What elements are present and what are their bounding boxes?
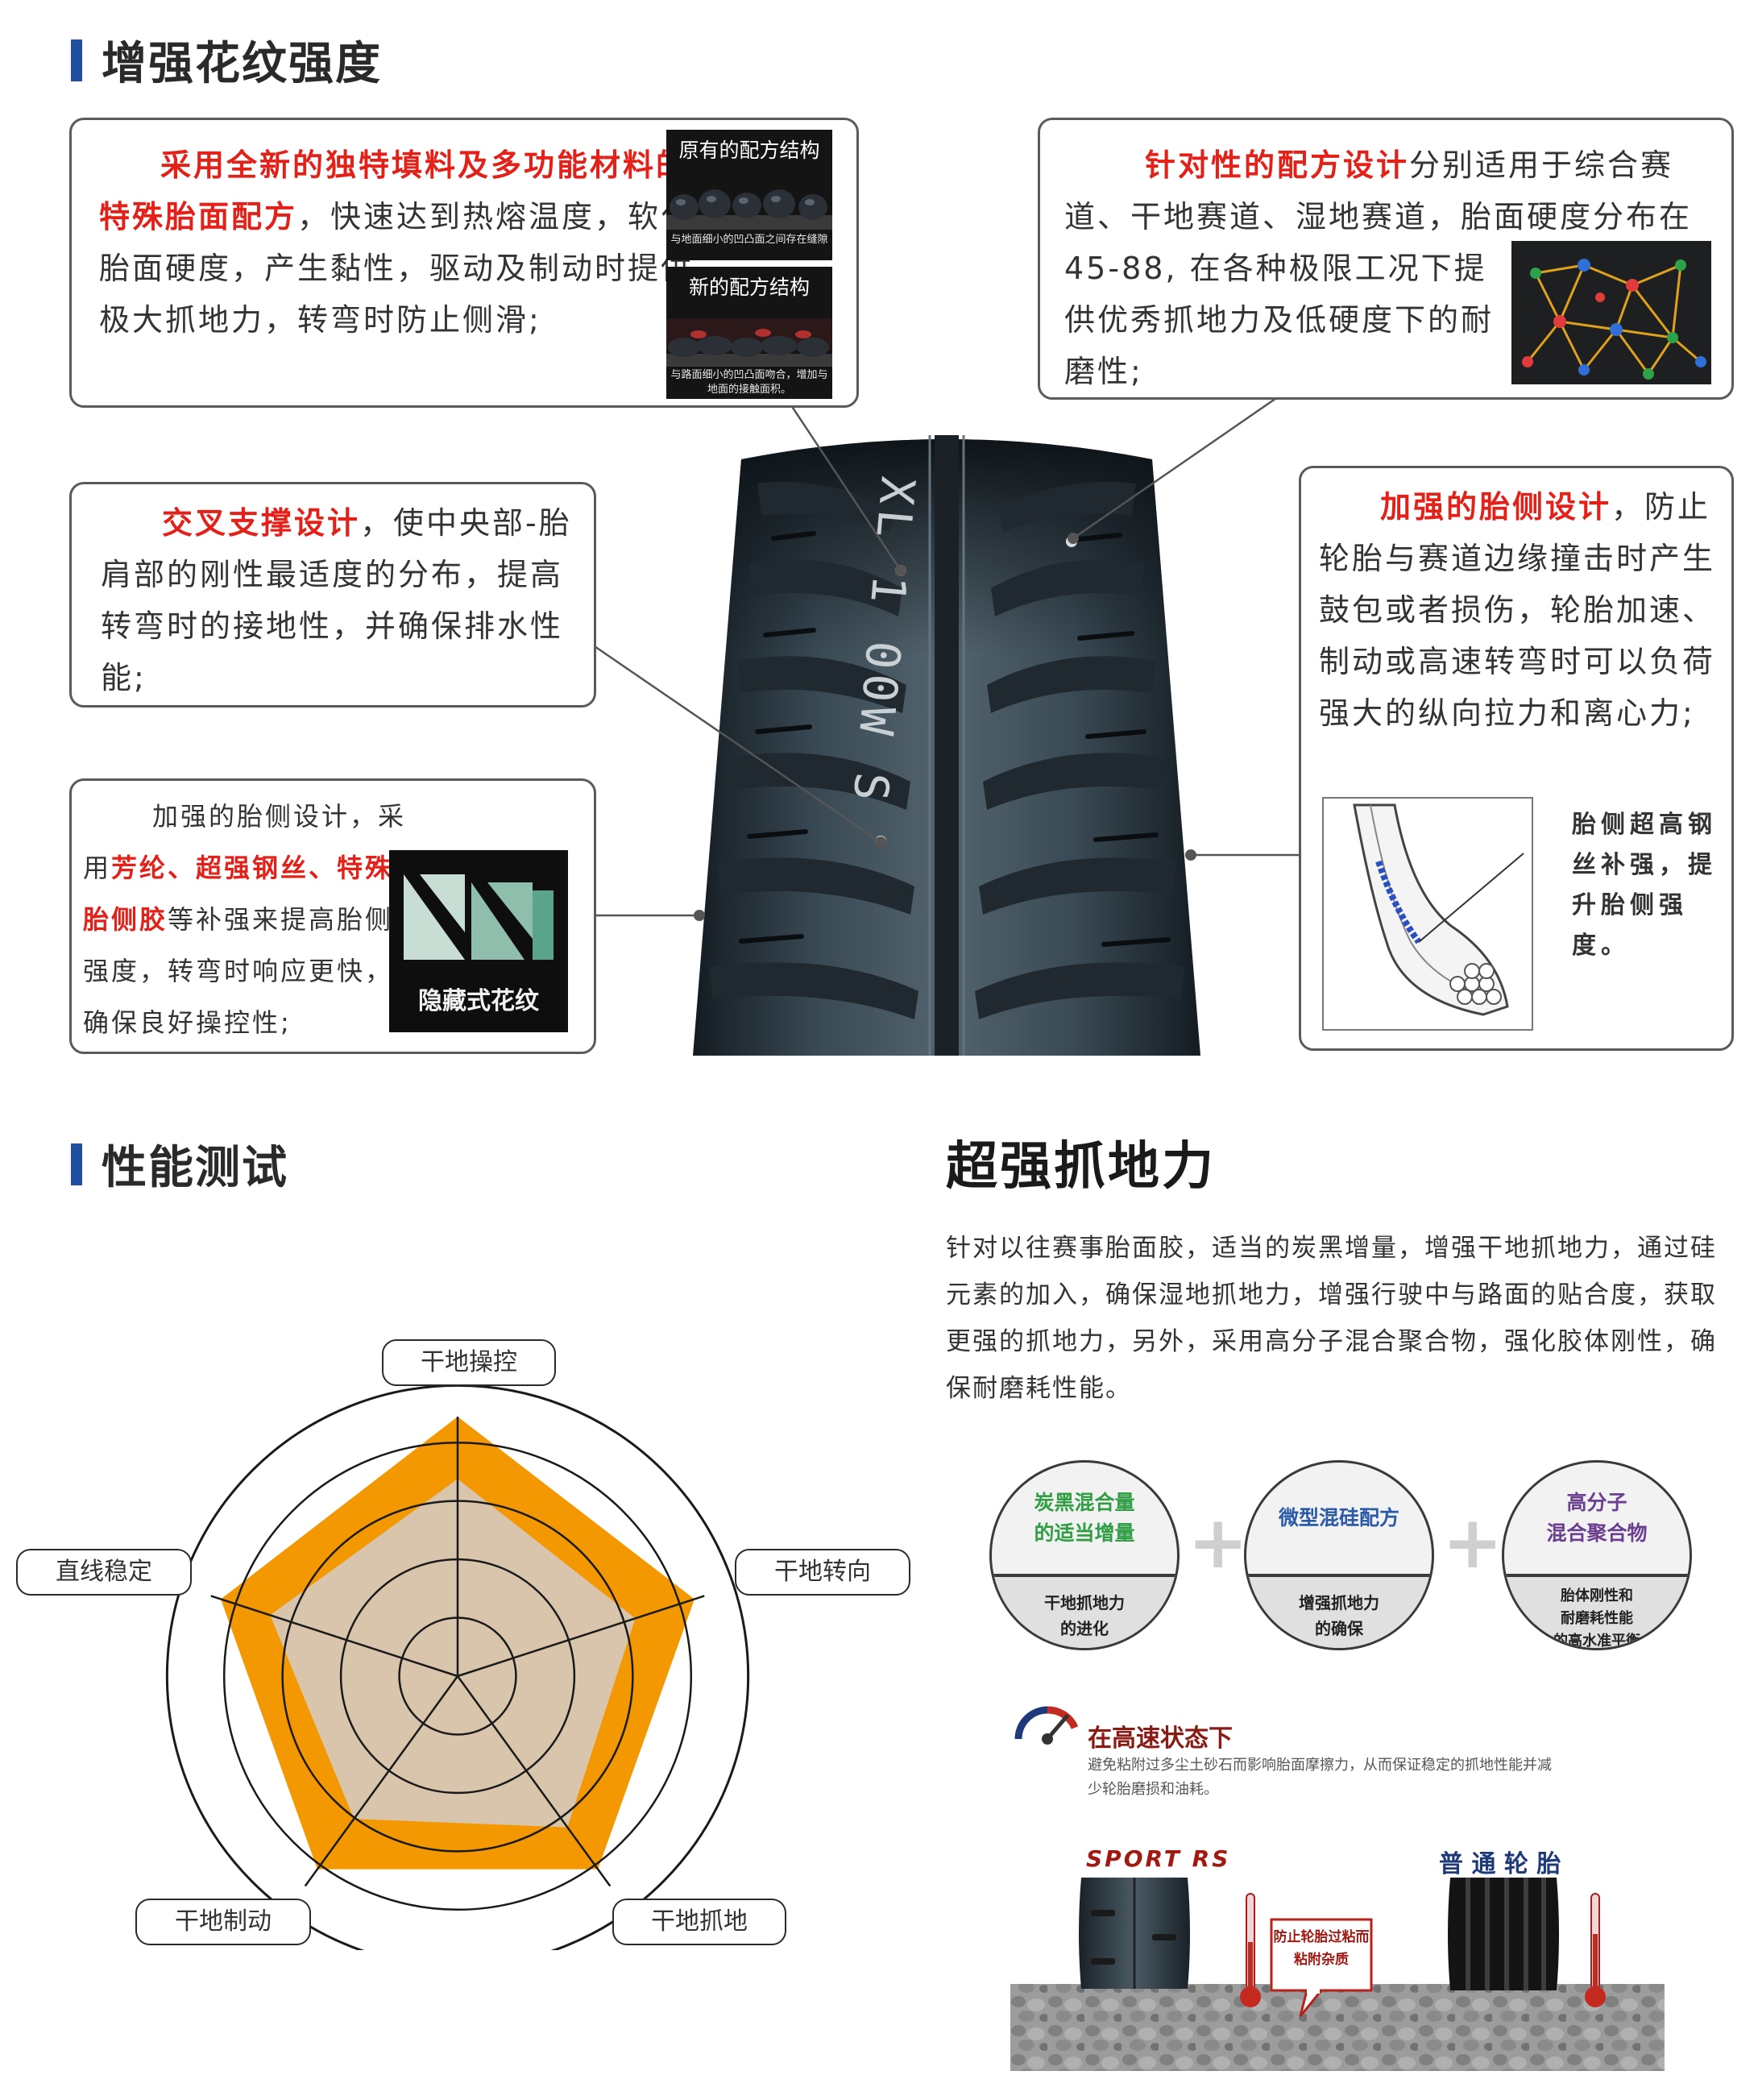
panel-title: 原有的配方结构 [678, 139, 820, 162]
callout-text-continued: 45-88, 在各种极限工况下提供优秀抓地力及低硬度下的耐磨性; [1064, 251, 1495, 389]
callout-reinforced-sidewall: 加强的胎侧设计，防止轮胎与赛道边缘撞击时产生鼓包或者损伤，轮胎加速、制动或高速转… [1299, 466, 1734, 1051]
bubble-title-text: 炭黑混合量 的适当增量 [1034, 1491, 1135, 1545]
panel-caption: 与地面细小的凹凸面之间存在缝隙 [670, 234, 828, 246]
plus-sign: + [1442, 1500, 1503, 1585]
callout-connectors [591, 393, 1299, 921]
highlight-text: 芳纶、超强钢丝、特殊胎侧胶 [83, 853, 394, 935]
tire-comparison-illustration [1010, 1878, 1665, 2071]
plus-sign: + [1188, 1500, 1249, 1585]
bubble-silica: 微型混硅配方 增强抓地力 的确保 [1244, 1460, 1434, 1650]
bubble-title: 炭黑混合量 的适当增量 [992, 1463, 1177, 1574]
radar-label-dry-grip: 干地抓地 [612, 1899, 786, 1945]
compound-illustration [666, 318, 832, 367]
section-heading-performance: 性能测试 [71, 1131, 288, 1197]
section-title: 性能测试 [102, 1142, 288, 1194]
radar-axis-2 [456, 1675, 612, 1887]
callout-hidden-pattern: 加强的胎侧设计，采用芳纶、超强钢丝、特殊胎侧胶等补强来提高胎侧强度，转弯时响应更… [69, 778, 596, 1054]
callout-targeted-compound: 针对性的配方设计分别适用于综合赛道、干地赛道、湿地赛道，胎面硬度分布在 45-8… [1038, 118, 1734, 400]
sidewall-note: 胎侧超高钢丝补强，提升胎侧强度。 [1572, 811, 1717, 960]
radar-label-dry-steering: 干地转向 [735, 1549, 910, 1596]
bubble-title-text: 微型混硅配方 [1278, 1506, 1399, 1529]
grip-title: 超强抓地力 [946, 1137, 1216, 1197]
bubble-caption: 增强抓地力 的确保 [1246, 1574, 1432, 1648]
body-text: ，防止轮胎与赛道边缘撞击时产生鼓包或者损伤，轮胎加速、制动或高速转弯时可以负荷强… [1319, 489, 1716, 731]
body-text: 分别适用于综合赛道、干地赛道、湿地赛道，胎面硬度分布在 [1064, 147, 1693, 234]
performance-radar-chart [165, 1384, 750, 1950]
callout-cross-support: 交叉支撑设计，使中央部-胎肩部的刚性最适度的分布，提高转弯时的接地性，并确保排水… [69, 482, 596, 708]
bubble-caption: 胎体刚性和 耐磨耗性能 的高水准平衡 [1504, 1574, 1690, 1648]
hidden-pattern-logo: 隐藏式花纹 [389, 850, 568, 1032]
body-text: 加强的胎侧设计，采用 [83, 801, 407, 883]
radar-label-straight-stability: 直线稳定 [16, 1549, 192, 1596]
panel-caption: 与路面细小的凹凸面吻合，增加与地面的接触面积。 [670, 369, 828, 396]
bubble-polymer: 高分子 混合聚合物 胎体刚性和 耐磨耗性能 的高水准平衡 [1502, 1460, 1692, 1650]
molecular-network-image [1511, 241, 1711, 384]
bubble-title: 微型混硅配方 [1246, 1463, 1432, 1574]
label-sport-rs: SPORT RS [1086, 1845, 1231, 1872]
highlight-text: 加强的胎侧设计 [1380, 489, 1612, 525]
tire-tread-image: XL 1 00W S [693, 435, 1200, 1056]
callout-text: 针对性的配方设计分别适用于综合赛道、干地赛道、湿地赛道，胎面硬度分布在 [1064, 139, 1717, 243]
high-speed-text: 避免粘附过多尘土砂石而影响胎面摩擦力，从而保证稳定的抓地性能并减少轮胎磨损和油耗… [1088, 1757, 1552, 1798]
radar-axis-4 [210, 1595, 458, 1678]
section-heading-pattern: 增强花纹强度 [71, 27, 382, 93]
grip-paragraph: 针对以往赛事胎面胶，适当的炭黑增量，增强干地抓地力，通过硅元素的加入，确保湿地抓… [946, 1234, 1717, 1403]
bubble-carbon-black: 炭黑混合量 的适当增量 干地抓地力 的进化 [989, 1460, 1180, 1650]
body-text: 等补强来提高胎侧强度，转弯时响应更快，确保良好操控性; [83, 904, 394, 1038]
bubble-caption: 干地抓地力 的进化 [992, 1574, 1177, 1648]
high-speed-title: 在高速状态下 [1088, 1724, 1233, 1753]
radar-label-dry-handling: 干地操控 [382, 1339, 556, 1386]
panel-old-compound: 原有的配方结构 与地面细小的凹凸面之间存在缝隙 [666, 130, 832, 260]
callout-text: 加强的胎侧设计，防止轮胎与赛道边缘撞击时产生鼓包或者损伤，轮胎加速、制动或高速转… [1319, 481, 1717, 739]
radar-axis-1 [457, 1595, 705, 1678]
logo-caption: 隐藏式花纹 [418, 987, 539, 1015]
panel-new-compound: 新的配方结构 与路面细小的凹凸面吻合，增加与地面的接触面积。 [666, 267, 832, 399]
body-text: ，快速达到热熔温度，软化胎面硬度，产生黏性，驱动及制动时提供极大抓地力，转弯时防… [99, 199, 694, 338]
callout-tread-compound: 采用全新的独特填料及多功能材料的特殊胎面配方，快速达到热熔温度，软化胎面硬度，产… [69, 118, 859, 408]
callout-text: 采用全新的独特填料及多功能材料的特殊胎面配方，快速达到热熔温度，软化胎面硬度，产… [99, 139, 711, 346]
anti-stick-note: 防止轮胎过粘而粘附杂质 [1273, 1929, 1370, 1968]
callout-text: 加强的胎侧设计，采用芳纶、超强钢丝、特殊胎侧胶等补强来提高胎侧强度，转弯时响应更… [83, 791, 415, 1048]
highlight-text: 交叉支撑设计 [162, 505, 361, 541]
bubble-title-text: 高分子 混合聚合物 [1546, 1491, 1648, 1545]
radar-label-dry-braking: 干地制动 [135, 1899, 311, 1945]
panel-title: 新的配方结构 [688, 276, 810, 299]
speedometer-icon [1014, 1706, 1079, 1745]
logo-mark [404, 874, 554, 960]
heading-accent-bar [71, 39, 82, 81]
sidewall-cross-section [1322, 797, 1533, 1031]
heading-accent-bar [71, 1143, 82, 1185]
bubble-title: 高分子 混合聚合物 [1504, 1463, 1690, 1574]
radar-axis-3 [304, 1675, 459, 1887]
body-text: ，使中央部-胎肩部的刚性最适度的分布，提高转弯时的接地性，并确保排水性能; [101, 505, 572, 695]
highlight-text: 采用全新的独特填料及多功能材料的特殊胎面配方 [99, 147, 690, 234]
highlight-text: 针对性的配方设计 [1145, 147, 1410, 183]
section-title: 增强花纹强度 [102, 38, 382, 90]
compound-illustration [666, 189, 832, 230]
callout-text: 交叉支撑设计，使中央部-胎肩部的刚性最适度的分布，提高转弯时的接地性，并确保排水… [101, 497, 576, 703]
label-normal-tire: 普 通 轮 胎 [1439, 1850, 1561, 1878]
radar-series-1 [270, 1479, 636, 1828]
